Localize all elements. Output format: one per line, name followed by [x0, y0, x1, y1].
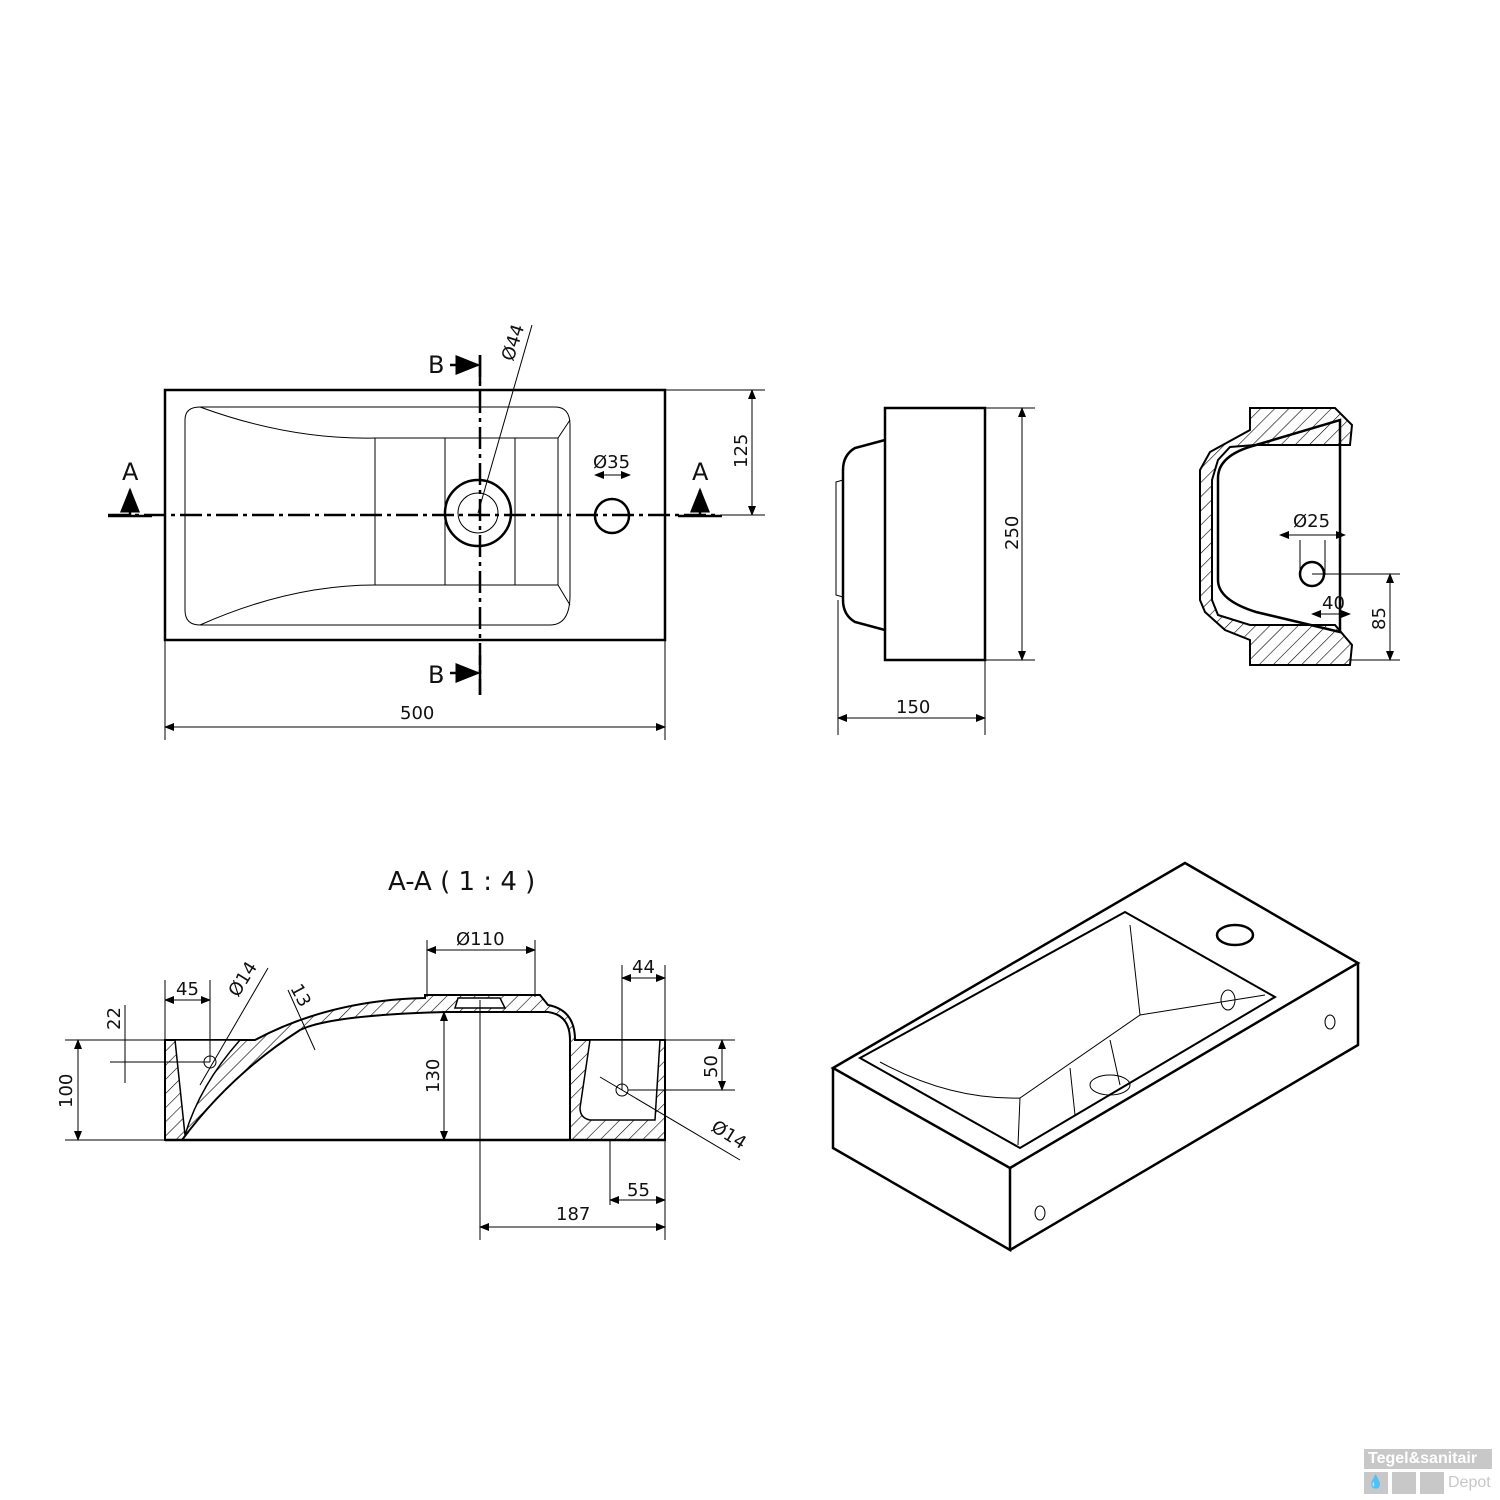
side-width-dim-label: 150 — [896, 697, 930, 718]
drain-hole — [443, 478, 513, 548]
end-offset-label: 40 — [1322, 593, 1345, 614]
height-dim-label: 125 — [731, 434, 752, 468]
right-offset-label: 44 — [632, 957, 655, 978]
left-offset-label: 45 — [176, 979, 199, 1000]
drain-to-edge-label: 187 — [556, 1204, 590, 1225]
right-bottom-dim-label: 55 — [627, 1180, 650, 1201]
logo-line1: Tegel&sanitair — [1364, 1449, 1492, 1469]
width-dim-label: 500 — [400, 703, 434, 724]
drain-dia-label: Ø44 — [498, 322, 529, 364]
section-a-a: A-A ( 1 : 4 ) Ø110 45 Ø14 13 22 100 130 … — [56, 867, 750, 1240]
section-b-bottom-label: B — [428, 661, 444, 689]
logo-line2: Depot — [1448, 1474, 1491, 1491]
tap-dia-label: Ø35 — [593, 452, 630, 473]
top-view: A A B B Ø44 Ø35 125 500 — [108, 322, 765, 740]
end-height-label: 85 — [1369, 607, 1390, 630]
end-section-view: Ø25 40 85 — [1199, 407, 1400, 666]
depth-dim-label: 250 — [1002, 516, 1023, 550]
section-title: A-A ( 1 : 4 ) — [388, 867, 535, 897]
wall-thickness-label: 13 — [286, 980, 315, 1010]
isometric-view — [830, 861, 1361, 1253]
right-hole-height-label: 50 — [701, 1055, 722, 1078]
section-drain-dia-label: Ø110 — [456, 929, 505, 950]
side-view: 250 150 — [835, 406, 1035, 735]
brand-logo: Tegel&sanitair 💧 Depot — [1364, 1449, 1492, 1494]
right-hole-dia-label: Ø14 — [707, 1116, 750, 1153]
left-hole-dia-label: Ø14 — [224, 958, 261, 1001]
left-hole-height-label: 22 — [104, 1007, 125, 1030]
section-a-right-label: A — [692, 458, 709, 486]
end-hole-dia-label: Ø25 — [1293, 511, 1330, 532]
total-height-label: 100 — [56, 1074, 77, 1108]
section-b-top-label: B — [428, 351, 444, 379]
drop-icon: 💧 — [1364, 1472, 1388, 1494]
section-a-left-label: A — [122, 458, 139, 486]
inner-height-label: 130 — [423, 1059, 444, 1093]
